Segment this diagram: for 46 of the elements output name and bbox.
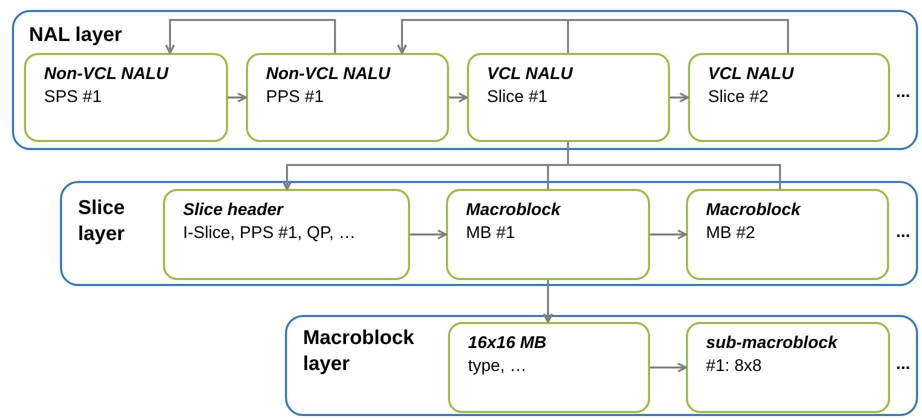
arrow: [650, 362, 687, 372]
unit-detail: MB #2: [706, 222, 756, 244]
unit-detail: type, …: [468, 355, 528, 377]
layer-panel: [12, 10, 918, 150]
unit-box: [446, 189, 650, 280]
arrow: [670, 92, 689, 102]
unit-box: [163, 189, 410, 280]
unit-heading: VCL NALU: [487, 63, 574, 85]
layer-title: Macroblock layer: [303, 326, 416, 377]
unit-detail: I-Slice, PPS #1, QP, …: [183, 222, 357, 244]
arrow: [282, 164, 781, 190]
layer-title: Slice layer: [78, 196, 126, 247]
unit-heading: Slice header: [183, 199, 285, 221]
unit-heading: Macroblock: [706, 199, 802, 221]
ellipsis-mark: ...: [896, 82, 910, 102]
unit-detail: Slice #1: [487, 86, 548, 108]
unit-detail: SPS #1: [44, 86, 103, 108]
unit-heading: VCL NALU: [708, 63, 795, 85]
unit-box: [24, 53, 228, 142]
unit-heading: Non-VCL NALU: [266, 63, 392, 85]
unit-box: [686, 189, 889, 280]
unit-heading: sub-macroblock: [706, 332, 839, 354]
unit-box: [686, 322, 890, 413]
ellipsis-mark: ...: [896, 222, 910, 242]
arrow: [165, 19, 336, 54]
arrow: [449, 92, 468, 102]
layer-panel: [60, 181, 918, 286]
unit-heading: Non-VCL NALU: [44, 63, 170, 85]
unit-box: [688, 53, 890, 142]
arrow: [228, 92, 247, 102]
ellipsis-mark: ...: [896, 354, 910, 374]
unit-detail: Slice #2: [708, 86, 770, 108]
unit-box: [448, 322, 650, 413]
unit-heading: Macroblock: [466, 199, 562, 221]
unit-detail: #1: 8x8: [706, 355, 763, 377]
unit-box: [246, 53, 449, 142]
arrow: [397, 19, 789, 54]
layer-title: NAL layer: [29, 23, 124, 48]
arrow: [543, 280, 553, 323]
unit-detail: PPS #1: [266, 86, 325, 108]
unit-box: [467, 53, 670, 142]
layer-panel: [285, 315, 918, 416]
arrow: [650, 230, 687, 240]
unit-heading: 16x16 MB: [468, 332, 548, 354]
arrow: [410, 230, 447, 240]
unit-detail: MB #1: [466, 222, 516, 244]
